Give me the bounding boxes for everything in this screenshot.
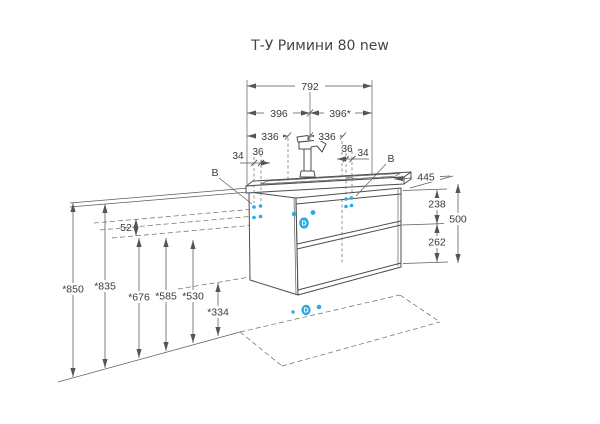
dim-right-34: 34 (357, 148, 369, 159)
drain-wall-marker: D (291, 210, 316, 229)
dim-height-585: *585 (155, 291, 177, 303)
floor-line (57, 331, 241, 383)
faucet-base (299, 170, 316, 178)
basin-rim (260, 173, 401, 185)
dim-supply-gap: 52 (120, 222, 132, 234)
dim-right-half: 396* (329, 108, 351, 120)
dim-right-36: 36 (341, 144, 353, 155)
dim-right-336: 336 (318, 131, 336, 143)
dim-upper-drawer-height: 238 (428, 199, 446, 211)
dim-depth: 445 (417, 172, 435, 184)
dim-cabinet-top-height: *835 (94, 281, 116, 293)
dim-countertop-height: *850 (62, 284, 84, 296)
dim-left-half: 396 (270, 108, 288, 120)
cabinet-front (295, 187, 402, 296)
drawing-title: Т-У Римини 80 new (250, 38, 389, 54)
wall-projection-lines (69, 187, 256, 290)
dim-height-676: *676 (128, 292, 150, 304)
dim-left-34: 34 (232, 151, 244, 162)
basin-drain-hole (346, 176, 354, 181)
faucet-handle (296, 135, 310, 143)
drawer-divider (296, 220, 402, 245)
water-supply-right-label: B (387, 153, 394, 165)
dim-height-530: *530 (182, 291, 204, 303)
faucet (296, 135, 327, 178)
dim-left-336: 336 (261, 131, 279, 143)
cabinet-left-side (248, 191, 299, 296)
dim-total-width: 792 (301, 81, 319, 93)
right-dimensions: 445 238 262 500 (393, 171, 472, 264)
faucet-stem (303, 148, 312, 172)
dim-left-36: 36 (252, 147, 264, 158)
cabinet-bottom-projection (177, 276, 251, 290)
drain-wall-letter: D (301, 221, 306, 228)
drain-floor-letter: D (303, 308, 308, 315)
height-dimensions: *850 *835 52 *676 *585 *530 *334 (59, 203, 233, 377)
sink-countertop (245, 171, 412, 194)
supply-height-line-2 (99, 215, 256, 231)
drain-floor-marker: D (291, 304, 322, 316)
dim-lower-drawer-height: 262 (428, 237, 446, 249)
water-supply-left-label: B (211, 167, 218, 179)
dim-cabinet-bottom-height: *334 (207, 307, 229, 319)
top-dimensions: 792 396 396* 336 336 34 36 36 34 (232, 80, 373, 203)
dim-total-height: 500 (449, 214, 467, 226)
supply-height-line-1 (93, 208, 256, 224)
floor (57, 294, 441, 383)
vanity-cabinet (248, 187, 402, 296)
water-supply-right-points (344, 196, 354, 209)
connection-markers: B B D D (211, 153, 395, 316)
water-supply-left-points (252, 204, 263, 220)
